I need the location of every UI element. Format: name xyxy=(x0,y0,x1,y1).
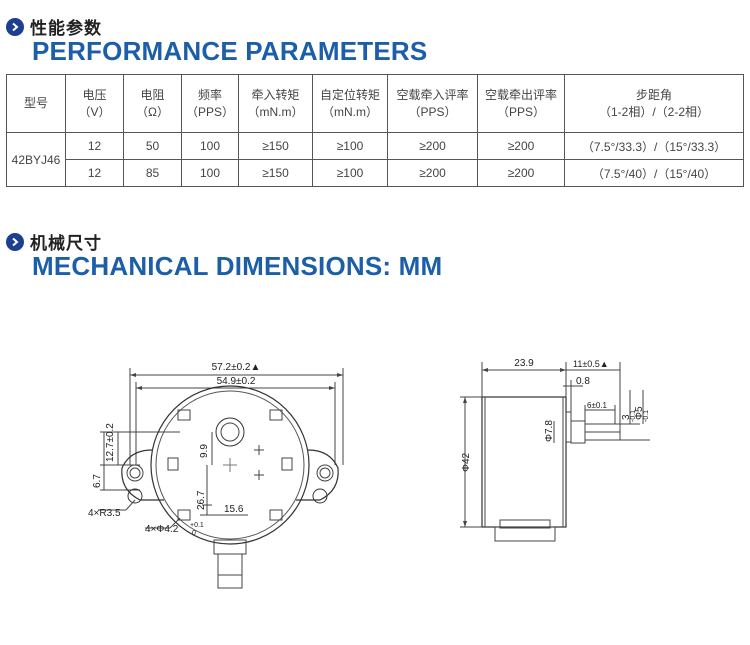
header-voltage: 电压（V） xyxy=(65,74,124,133)
header-detent-torque: 自定位转矩（mN.m） xyxy=(312,74,388,133)
dim-11: 11±0.5▲ xyxy=(573,359,609,369)
table-cell: （7.5°/33.3）/（15°/33.3） xyxy=(564,132,744,160)
model-cell: 42BYJ46 xyxy=(6,132,66,187)
dim-5-tol: -0.1 xyxy=(643,410,650,422)
dim-h-12-7: 12.7±0.2 xyxy=(105,423,116,462)
header-frequency: 频率（PPS） xyxy=(181,74,239,133)
table-cell: 12 xyxy=(65,159,124,187)
dim-width-total: 57.2±0.2▲ xyxy=(212,362,261,373)
mechanical-header: 机械尺寸 xyxy=(6,229,102,254)
header-pull-out-rate: 空载牵出评率（PPS） xyxy=(477,74,565,133)
table-cell: 100 xyxy=(181,132,239,160)
dim-holes-tol2: 0 xyxy=(192,530,196,537)
table-cell: 12 xyxy=(65,132,124,160)
table-cell: ≥150 xyxy=(238,132,313,160)
dim-5: Φ5 xyxy=(634,406,645,420)
performance-table: 型号 电压（V） 电阻（Ω） 频率（PPS） 牵入转矩（mN.m） 自定位转矩（… xyxy=(6,74,744,187)
performance-title-cn: 性能参数 xyxy=(30,19,102,39)
dim-width-holes: 54.9±0.2 xyxy=(217,376,256,387)
dim-radius: 4×R3.5 xyxy=(88,508,121,519)
table-cell: 50 xyxy=(123,132,182,160)
header-pull-in-torque: 牵入转矩（mN.m） xyxy=(238,74,313,133)
performance-header: 性能参数 xyxy=(6,14,102,39)
dim-6: 6±0.1 xyxy=(587,401,608,410)
header-resistance: 电阻（Ω） xyxy=(123,74,182,133)
table-cell: ≥200 xyxy=(387,132,478,160)
dim-3-tol: -0.1 xyxy=(630,410,637,422)
dim-15-6: 15.6 xyxy=(224,504,244,515)
mechanical-title-en: MECHANICAL DIMENSIONS: MM xyxy=(32,251,443,281)
table-cell: ≥100 xyxy=(312,132,388,160)
table-cell: ≥100 xyxy=(312,159,388,187)
table-cell: 100 xyxy=(181,159,239,187)
dim-7-8: Φ7.8 xyxy=(544,420,555,442)
mechanical-title-cn: 机械尺寸 xyxy=(30,234,102,254)
table-header-row: 型号 电压（V） 电阻（Ω） 频率（PPS） 牵入转矩（mN.m） 自定位转矩（… xyxy=(6,74,744,133)
dim-26-7: 26.7 xyxy=(196,490,207,510)
dim-holes: 4×Φ4.2 xyxy=(145,524,179,535)
dim-3: 3 xyxy=(621,414,632,420)
header-step-angle: 步距角（1-2相）/（2-2相） xyxy=(564,74,744,133)
chevron-right-icon xyxy=(6,232,24,251)
dim-23-9: 23.9 xyxy=(514,358,534,369)
table-cell: ≥200 xyxy=(387,159,478,187)
dim-9-9: 9.9 xyxy=(199,444,210,458)
table-row: 12 85 100 ≥150 ≥100 ≥200 ≥200 （7.5°/40）/… xyxy=(7,159,744,187)
dim-0-8: 0.8 xyxy=(576,376,590,387)
table-cell: ≥150 xyxy=(238,159,313,187)
front-view-drawing: 57.2±0.2▲ 54.9±0.2 12.7±0.2 6.7 9.9 26.7… xyxy=(88,362,344,589)
side-view-drawing: 23.9 11±0.5▲ 0.8 6±0.1 3 -0.1 Φ5 -0.1 Φ7… xyxy=(460,358,650,542)
table-cell: ≥200 xyxy=(477,159,565,187)
performance-title-en: PERFORMANCE PARAMETERS xyxy=(32,36,428,66)
header-model: 型号 xyxy=(6,74,66,133)
chevron-right-icon xyxy=(6,17,24,36)
table-cell: 85 xyxy=(123,159,182,187)
dim-42: Φ42 xyxy=(461,452,472,472)
table-row: 42BYJ46 12 50 100 ≥150 ≥100 ≥200 ≥200 （7… xyxy=(6,132,744,187)
header-pull-in-rate: 空载牵入评率（PPS） xyxy=(387,74,478,133)
table-cell: （7.5°/40）/（15°/40） xyxy=(564,159,744,187)
dim-holes-tol: +0.1 xyxy=(190,522,204,529)
dim-h-6-7: 6.7 xyxy=(92,474,103,488)
table-cell: ≥200 xyxy=(477,132,565,160)
